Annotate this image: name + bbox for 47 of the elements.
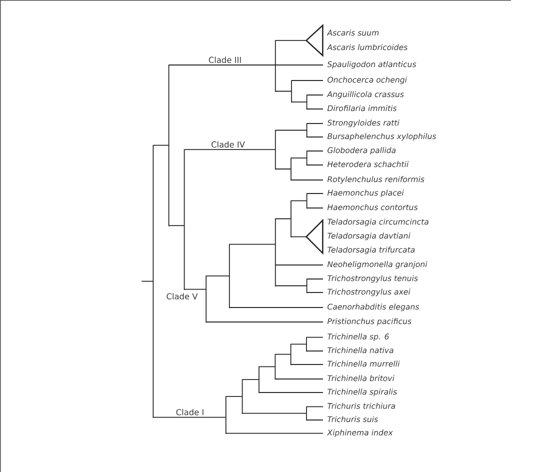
branch-line bbox=[228, 244, 276, 245]
branch-line bbox=[225, 432, 324, 434]
branch-line bbox=[274, 218, 292, 220]
branch-line bbox=[306, 350, 324, 352]
branch-line bbox=[141, 280, 154, 282]
branch-line bbox=[274, 354, 292, 355]
branch-line bbox=[168, 225, 185, 226]
branch-line bbox=[274, 264, 324, 266]
branch-line bbox=[290, 236, 307, 238]
branch-line bbox=[290, 200, 308, 202]
branch-line bbox=[152, 416, 226, 418]
branch-line bbox=[306, 136, 324, 138]
branch-line bbox=[258, 392, 324, 393]
branch-line bbox=[242, 412, 307, 414]
branch-line bbox=[242, 379, 260, 380]
branch-line bbox=[274, 64, 324, 66]
branch-line bbox=[274, 130, 308, 131]
branch-line bbox=[228, 307, 324, 308]
branch-line bbox=[274, 40, 307, 41]
branch-line bbox=[184, 288, 207, 290]
branch-line bbox=[290, 344, 307, 345]
clade-label: Clade V bbox=[165, 292, 199, 300]
branch-line bbox=[206, 275, 230, 276]
branch-line bbox=[225, 396, 243, 397]
branch-line bbox=[306, 108, 324, 110]
branch-line bbox=[258, 366, 276, 368]
branch-line bbox=[290, 364, 324, 365]
branch-line bbox=[274, 90, 292, 92]
branch-line bbox=[306, 292, 324, 293]
branch-line bbox=[306, 406, 324, 408]
branch-line bbox=[306, 278, 324, 280]
branch-line bbox=[184, 149, 276, 150]
branch-line bbox=[168, 64, 276, 66]
branch-line bbox=[306, 94, 324, 96]
branch-line bbox=[274, 378, 324, 380]
branch-line bbox=[306, 150, 324, 152]
branch-line bbox=[291, 80, 324, 81]
branch-line bbox=[152, 144, 170, 146]
clade-label: Clade IV bbox=[210, 140, 246, 149]
clade-label: Clade III bbox=[207, 56, 243, 64]
branch-line bbox=[274, 168, 292, 170]
branch-line bbox=[274, 285, 308, 286]
branch-line bbox=[306, 164, 324, 166]
branch-line bbox=[306, 193, 324, 194]
branch-line bbox=[306, 336, 324, 338]
branch-line bbox=[306, 123, 324, 124]
clade-label: Clade I bbox=[174, 408, 206, 416]
